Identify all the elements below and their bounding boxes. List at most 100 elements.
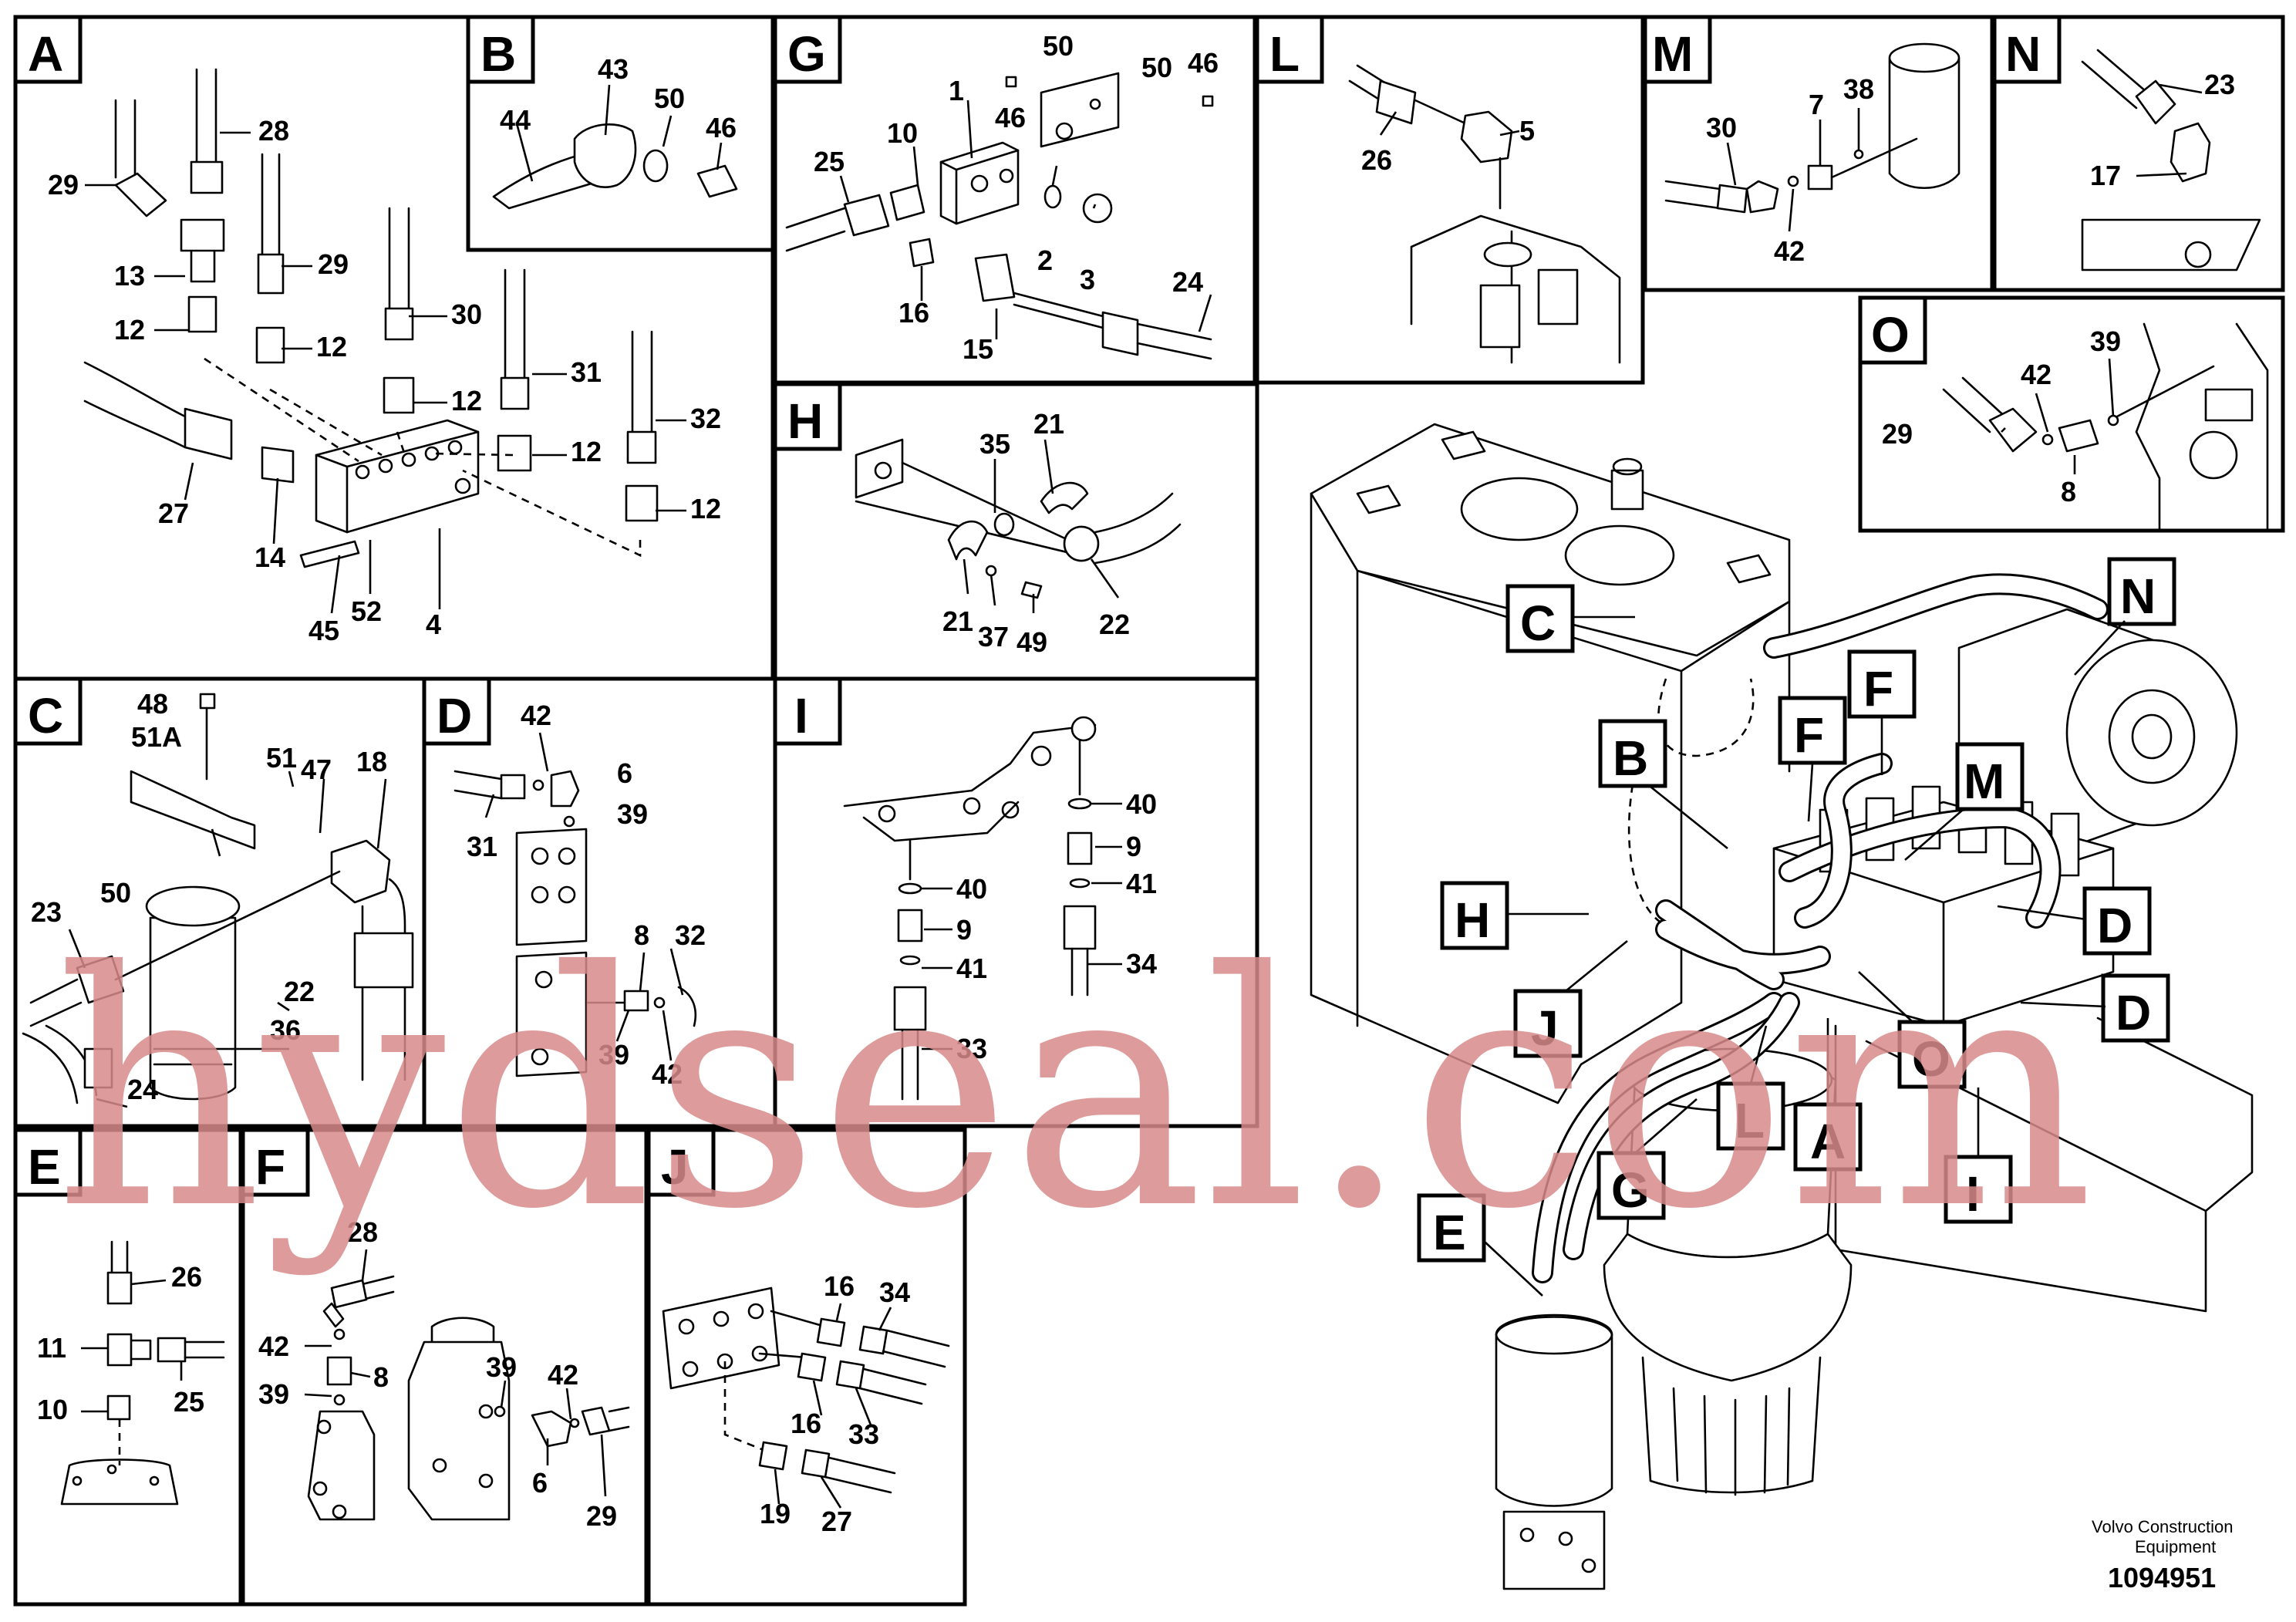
panel-h-label: H	[787, 393, 823, 449]
part-number: 6	[532, 1467, 548, 1499]
part-number: 23	[2204, 69, 2235, 100]
part-number: 41	[956, 953, 987, 984]
part-number: 12	[451, 385, 482, 416]
callout-letter: F	[1794, 707, 1824, 763]
panel-l: L 26 5	[1255, 15, 1645, 385]
callout-b: B	[1598, 719, 1728, 850]
main-assembly-view	[1310, 423, 2254, 1590]
part-number: 21	[942, 605, 973, 637]
panel-d: D 42 6 39 31 8 32 39 42	[422, 676, 777, 1128]
part-number: 19	[760, 1498, 791, 1529]
part-number: 22	[1099, 609, 1130, 640]
part-number: 42	[1774, 235, 1805, 267]
part-number: 46	[995, 102, 1026, 133]
callout-letter: F	[1863, 661, 1893, 717]
part-number: 52	[351, 595, 382, 627]
part-number: 40	[956, 873, 987, 905]
part-number: 50	[1141, 52, 1172, 83]
panel-i: I 40 9 41 40 9 41 34 33	[773, 676, 1259, 1128]
maker-line-2: Equipment	[2135, 1537, 2216, 1556]
part-number: 14	[255, 541, 285, 573]
part-number: 50	[1043, 30, 1074, 62]
callout-c: C	[1505, 584, 1635, 653]
part-number: 43	[598, 53, 629, 85]
part-number: 18	[356, 746, 387, 777]
panel-c-label: C	[28, 688, 63, 744]
panel-b: B 44 43 50 46	[466, 15, 775, 252]
part-number: 33	[848, 1418, 879, 1450]
part-number: 25	[814, 146, 845, 177]
panel-c: C 48 51A 51 47 18 23 50 22 36 24	[13, 676, 426, 1128]
callout-letter: B	[1613, 730, 1648, 786]
callout-letter: L	[1735, 1093, 1765, 1148]
part-number: 8	[373, 1361, 389, 1393]
panel-f-label: F	[255, 1139, 285, 1195]
part-number: 9	[956, 914, 972, 946]
part-number: 31	[467, 831, 497, 862]
part-number: 24	[127, 1074, 158, 1105]
panel-a-callouts: 29 28 13 29 12 12 30 12 31 12 32 12 27 1…	[48, 115, 721, 646]
part-number: 39	[617, 798, 648, 830]
callout-letter: G	[1611, 1162, 1650, 1218]
part-number: 29	[1882, 418, 1913, 450]
part-number: 30	[1706, 112, 1737, 143]
callout-n: N	[2074, 557, 2176, 676]
part-number: 16	[899, 297, 929, 329]
part-number: 39	[258, 1378, 289, 1410]
callout-letter: A	[1810, 1114, 1846, 1169]
callout-h: H	[1440, 881, 1589, 950]
part-number: 11	[37, 1332, 66, 1364]
part-number: 16	[791, 1408, 821, 1439]
part-number: 34	[1126, 948, 1157, 980]
part-number: 39	[2090, 325, 2121, 357]
part-number: 8	[2061, 476, 2076, 508]
part-number: 42	[652, 1058, 683, 1090]
callout-f-1: F	[1847, 649, 1917, 775]
part-number: 29	[318, 248, 349, 280]
panel-g: G 50 50 46 46 1 10 25 2 3 16 15 24	[773, 15, 1257, 385]
part-number: 51A	[131, 721, 182, 753]
part-number: 31	[571, 356, 602, 388]
part-number: 30	[451, 298, 482, 330]
part-number: 27	[821, 1506, 852, 1537]
panel-o-label: O	[1871, 307, 1910, 363]
part-number: 6	[617, 757, 632, 789]
part-number: 10	[887, 117, 918, 149]
callout-letter: D	[2116, 985, 2151, 1040]
panel-g-label: G	[787, 26, 826, 82]
part-number: 13	[114, 260, 145, 292]
callout-letter: N	[2120, 568, 2156, 624]
panel-d-label: D	[437, 688, 472, 744]
callout-m: M	[1904, 742, 2025, 861]
part-number: 2	[1037, 244, 1053, 276]
part-number: 5	[1519, 115, 1535, 147]
callout-letter: D	[2097, 898, 2132, 953]
watermark: hydseal.com	[54, 903, 2094, 1280]
main-callouts: N C F F B M H	[1417, 557, 2176, 1297]
part-number: 37	[978, 621, 1009, 653]
callout-d-2: D	[2020, 973, 2170, 1043]
footer: Volvo Construction Equipment 1094951	[2092, 1517, 2233, 1593]
panel-o: O 39 42 29 8	[1858, 295, 2285, 533]
callout-g: G	[1596, 1098, 1698, 1220]
part-number: 16	[824, 1270, 855, 1302]
panel-n-label: N	[2005, 26, 2041, 82]
panel-h: H 35 21 21 37 49 22	[773, 382, 1259, 681]
part-number: 28	[258, 115, 289, 147]
callout-a: A	[1793, 1018, 1863, 1172]
callout-e: E	[1417, 1193, 1543, 1297]
part-number: 26	[1361, 144, 1392, 176]
part-number: 42	[2021, 359, 2052, 390]
part-number: 17	[2090, 160, 2121, 191]
part-number: 51	[266, 742, 297, 774]
part-number: 7	[1809, 89, 1824, 120]
callout-f-2: F	[1778, 696, 1847, 822]
panel-e: E 26 11 25 10	[13, 1128, 243, 1607]
callout-letter: O	[1912, 1031, 1950, 1087]
part-number: 12	[114, 314, 145, 346]
part-number: 22	[284, 976, 315, 1007]
callout-i: I	[1944, 1088, 2013, 1224]
part-number: 36	[270, 1014, 301, 1046]
callout-letter: I	[1966, 1166, 1980, 1222]
